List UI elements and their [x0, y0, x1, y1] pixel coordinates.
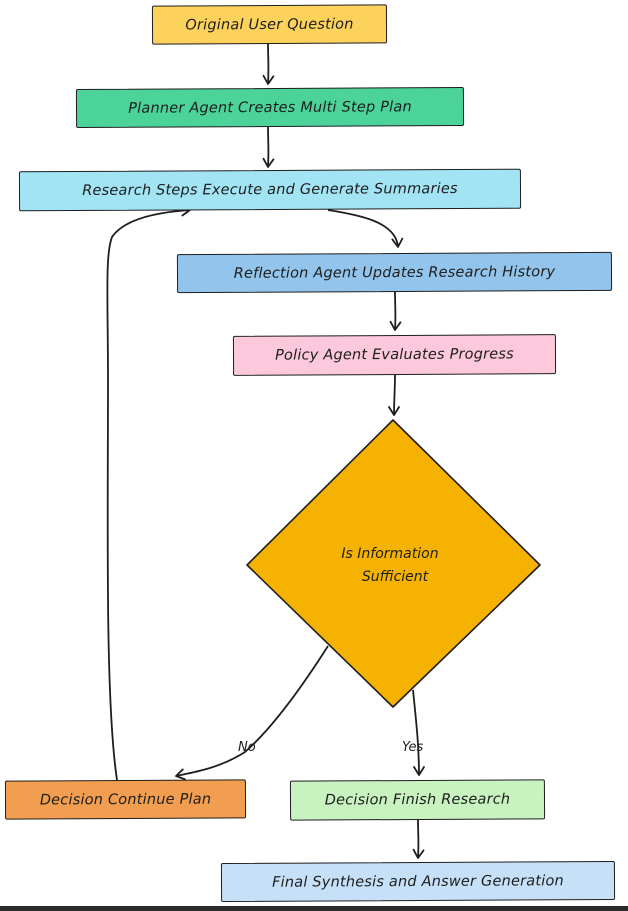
arrow-loop-back [106, 204, 191, 781]
node-reflection: Reflection Agent Updates Research Histor… [176, 251, 613, 294]
bottom-edge-bar [0, 906, 628, 911]
decision-diamond-line1: Is Information [341, 546, 438, 562]
edge-label-no: No [238, 740, 256, 755]
edge-label-yes: Yes [402, 740, 424, 755]
node-finish-research: Decision Finish Research [289, 779, 546, 821]
node-planner: Planner Agent Creates Multi Step Plan [75, 86, 465, 129]
arrow-policy-to-decision [388, 374, 400, 416]
node-final-synthesis: Final Synthesis and Answer Generation [220, 860, 616, 903]
node-policy: Policy Agent Evaluates Progress [232, 334, 557, 376]
arrow-research-to-reflection [327, 209, 404, 248]
arrow-decision-yes [412, 689, 425, 776]
decision-diamond-line2: Sufficient [362, 569, 429, 585]
node-research-steps: Research Steps Execute and Generate Summ… [18, 168, 522, 212]
node-original-question: Original User Question [151, 4, 388, 45]
node-continue-plan: Decision Continue Plan [4, 779, 247, 820]
arrow-decision-no [175, 645, 329, 781]
decision-diamond-shape [246, 419, 541, 708]
